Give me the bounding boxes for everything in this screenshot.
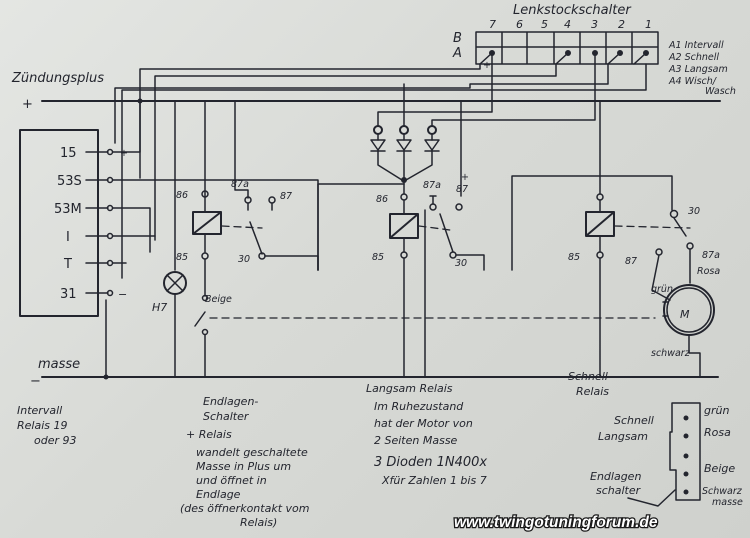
conn-masse: masse [712,497,743,508]
switch-col-4: 4 [564,18,571,31]
switch-col-5: 5 [541,18,548,31]
k3-87a: 87a [702,250,720,261]
note-endlagen-5: Masse in Plus um [196,460,291,473]
note-endlagen-6: und öffnet in [196,474,267,487]
motor-schwarz: schwarz [651,348,691,359]
note-endlagen-2: Schalter [203,410,250,423]
note-langsam-6: Xfür Zahlen 1 bis 7 [381,474,487,487]
note-endlagen-3: + Relais [186,428,232,441]
relay-term-53s: 53S [57,174,82,189]
stalk-switch: Lenkstockschalter 7 6 5 4 3 2 1 B A + A1… [452,3,736,97]
conn-gruen: grün [704,404,729,417]
wiper-motor: M schwarz [651,284,715,378]
conn-rosa: Rosa [704,426,731,439]
note-endlagen: Endlagen- Schalter + Relais wandelt gesc… [180,395,309,529]
note-endlagen-1: Endlagen- [203,395,258,408]
k2-plus: + [461,172,469,183]
note-endlagen-9: Relais) [240,516,277,529]
lamp-label: H7 [152,301,167,314]
motor-symbol: M [680,308,690,321]
k3-30: 30 [688,206,700,217]
switch-plus: + [483,60,491,71]
minus-sign: − [30,374,41,389]
k1-30: 30 [238,254,250,265]
relay-term-15: 15 [60,146,77,161]
diodes [370,125,440,183]
k3-85: 85 [568,252,580,263]
conn-schwarz: Schwarz [702,486,743,497]
k2-30: 30 [455,258,467,269]
ground-label: masse [38,357,80,372]
endlagen-relay: 86 85 87a 87 30 H7 Beige [152,100,656,378]
mode-a2: A2 Schnell [668,52,719,63]
plus-sign: + [22,97,33,112]
note-intervall-3: oder 93 [34,434,77,447]
relay-31-minus: − [118,288,127,301]
note-langsam-3: hat der Motor von [374,417,473,430]
switch-row-b: B [453,31,462,46]
conn-langsam: Langsam [598,430,648,443]
note-intervall: Intervall Relais 19 oder 93 [17,404,77,447]
switch-col-2: 2 [618,18,625,31]
mode-a4: A4 Wisch/ [668,76,718,87]
motor-connector: Schnell Langsam grün Rosa Beige Schwarz … [590,402,743,508]
switch-feed-lines [114,52,647,279]
note-langsam-4: 2 Seiten Masse [374,434,458,447]
ignition-plus-label: Zündungsplus [11,71,104,86]
note-schnell-1: Schnell [568,370,608,383]
stalk-switch-title: Lenkstockschalter [513,3,632,18]
k2-86: 86 [376,194,388,205]
relay-term-t: T [63,257,72,272]
mode-a3: A3 Langsam [668,64,728,75]
motor-rosa: Rosa [697,266,720,277]
switch-col-7: 7 [489,18,496,31]
k3-87: 87 [625,256,637,267]
motor-gruen: grün [651,284,673,295]
k2-87a: 87a [423,180,441,191]
k1-87: 87 [280,191,292,202]
limit-switch-beige: Beige [205,294,232,305]
k2-85: 85 [372,252,384,263]
note-langsam-5: 3 Dioden 1N400x [374,455,487,470]
conn-endlagen-2: schalter [596,484,642,497]
schnell-relay: 85 30 87 87a grün Rosa [511,100,720,378]
note-endlagen-8: (des öffnerkontakt vom [180,502,309,515]
langsam-relay: 86 85 87a + 87 30 [317,100,485,378]
note-langsam-1: Langsam Relais [366,382,453,395]
mode-a4-wasch: Wasch [705,86,736,97]
k1-87a: 87a [231,179,249,190]
conn-endlagen-1: Endlagen [590,470,641,483]
note-schnell: Schnell Relais [568,370,609,398]
watermark: www.twingotuningforum.de [454,514,658,531]
note-langsam: Langsam Relais Im Ruhezustand hat der Mo… [366,382,487,487]
conn-beige: Beige [704,462,735,475]
interval-relay: 15 53S 53M I T 31 + − [19,98,319,380]
note-intervall-2: Relais 19 [17,419,68,432]
relay-term-31: 31 [60,287,77,302]
mode-a1: A1 Intervall [668,40,724,51]
switch-row-a: A [452,46,462,61]
note-endlagen-7: Endlage [196,488,241,501]
relay-term-53m: 53M [54,202,82,217]
note-schnell-2: Relais [576,385,609,398]
k2-87: 87 [456,184,468,195]
relay-term-i: I [66,230,70,245]
conn-schnell: Schnell [614,414,654,427]
switch-col-6: 6 [516,18,523,31]
relay-15-plus: + [120,148,128,159]
note-endlagen-4: wandelt geschaltete [196,446,308,459]
k1-86: 86 [176,190,188,201]
note-intervall-1: Intervall [17,404,62,417]
k1-85: 85 [176,252,188,263]
switch-col-3: 3 [591,18,598,31]
note-langsam-2: Im Ruhezustand [374,400,464,413]
switch-col-1: 1 [645,18,652,31]
supply-rails: Zündungsplus + masse − [11,71,721,389]
